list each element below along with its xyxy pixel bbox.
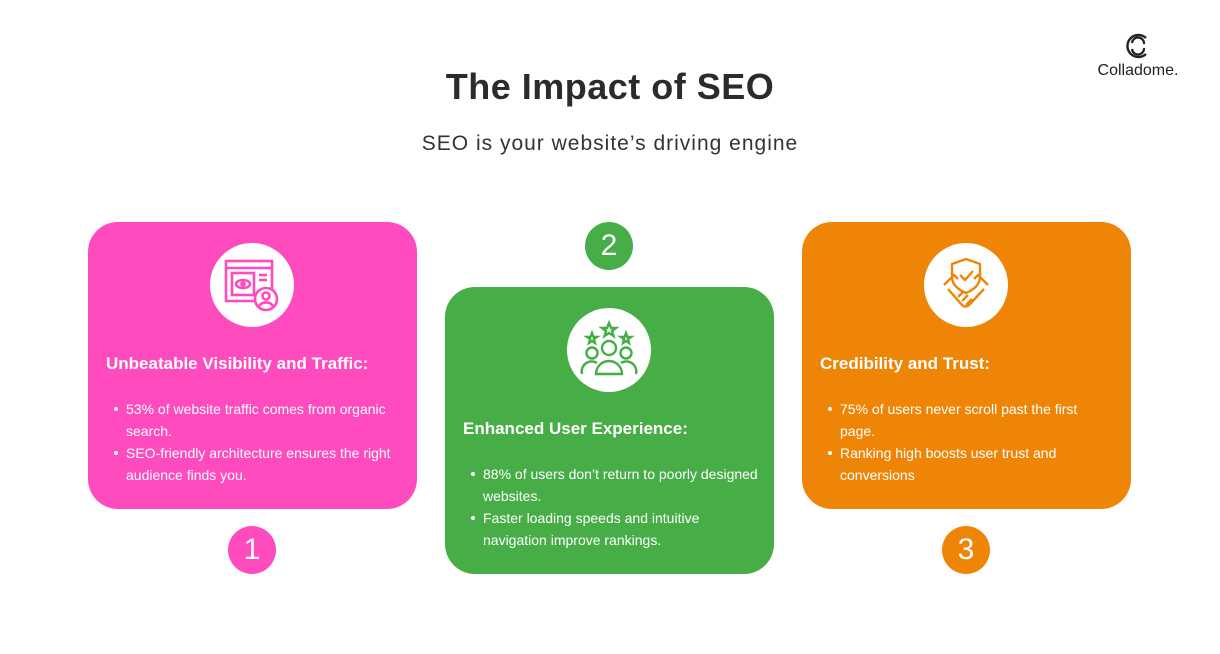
logo-icon: [1126, 33, 1147, 59]
card-bullets: 53% of website traffic comes from organi…: [114, 398, 401, 486]
card-title: Unbeatable Visibility and Traffic:: [106, 354, 369, 373]
bullet-item: 53% of website traffic comes from organi…: [114, 398, 401, 442]
logo-text: Colladome.: [1097, 62, 1179, 79]
users-stars-icon: [567, 308, 651, 392]
page-subtitle: SEO is your website’s driving engine: [421, 132, 799, 155]
bullet-item: 75% of users never scroll past the first…: [828, 398, 1115, 442]
card-title: Credibility and Trust:: [820, 354, 991, 373]
handshake-shield-icon: [924, 243, 1008, 327]
card-bullets: 88% of users don’t return to poorly desi…: [471, 463, 758, 551]
bullet-item: Ranking high boosts user trust and conve…: [828, 442, 1115, 486]
card-visibility: Unbeatable Visibility and Traffic: 53% o…: [88, 222, 417, 509]
card-credibility: Credibility and Trust: 75% of users neve…: [802, 222, 1131, 509]
bullet-item: Faster loading speeds and intuitive navi…: [471, 507, 758, 551]
card-title: Enhanced User Experience:: [463, 419, 688, 438]
webpage-eye-user-icon: [210, 243, 294, 327]
bullet-item: 88% of users don’t return to poorly desi…: [471, 463, 758, 507]
colladome-logo: Colladome.: [1088, 32, 1188, 80]
number-badge-1: 1: [228, 526, 276, 574]
card-user-experience: Enhanced User Experience: 88% of users d…: [445, 287, 774, 574]
page-title: The Impact of SEO: [445, 66, 775, 107]
card-bullets: 75% of users never scroll past the first…: [828, 398, 1115, 486]
number-badge-3: 3: [942, 526, 990, 574]
number-badge-2: 2: [585, 222, 633, 270]
bullet-item: SEO-friendly architecture ensures the ri…: [114, 442, 401, 486]
